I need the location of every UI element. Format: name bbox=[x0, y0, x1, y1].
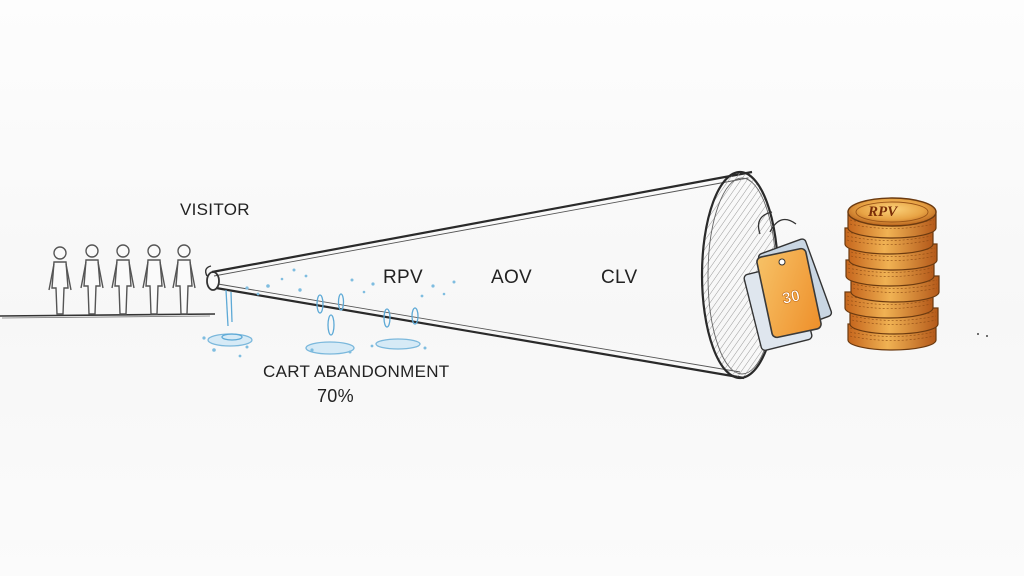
stick-figure-icon bbox=[143, 245, 165, 314]
stick-figure-icon bbox=[49, 247, 71, 314]
stick-figure-icon bbox=[173, 245, 195, 314]
cart-abandonment-label: CART ABANDONMENT bbox=[263, 362, 449, 382]
coin-stack-icon bbox=[845, 198, 939, 350]
aov-label: AOV bbox=[491, 267, 532, 289]
stick-figure-icon bbox=[112, 245, 134, 314]
abandonment-rate-label: 70% bbox=[317, 386, 354, 407]
price-tag-text: 30 bbox=[781, 288, 802, 308]
clv-label: CLV bbox=[601, 267, 637, 289]
coin-top-label: RPV bbox=[867, 204, 899, 220]
visitor-figures bbox=[49, 245, 195, 314]
visitor-label: VISITOR bbox=[180, 200, 250, 220]
rpv-label: RPV bbox=[383, 267, 423, 289]
stick-figure-icon bbox=[81, 245, 103, 314]
sparkle-dots bbox=[977, 333, 988, 337]
